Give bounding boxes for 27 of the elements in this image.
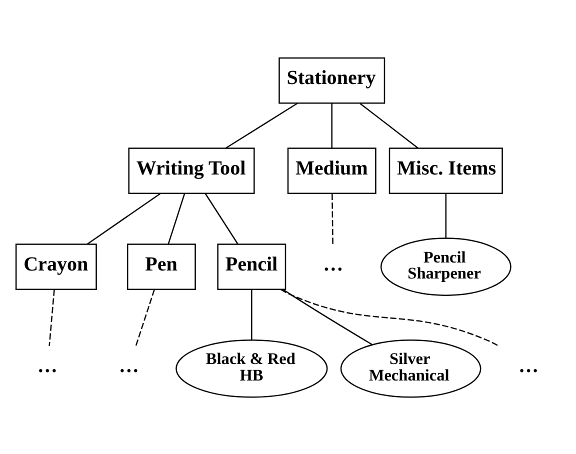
connector bbox=[226, 102, 298, 148]
connector bbox=[204, 192, 238, 244]
connector bbox=[360, 102, 418, 148]
connector bbox=[168, 193, 186, 244]
connector bbox=[280, 288, 499, 346]
node-box: Pen bbox=[126, 243, 196, 290]
node-box: Pencil bbox=[217, 243, 286, 290]
connector bbox=[331, 103, 332, 148]
node-ellipse: Black & Red HB bbox=[176, 338, 328, 398]
connector bbox=[135, 288, 155, 346]
connector bbox=[86, 192, 161, 244]
node-box: Writing Tool bbox=[128, 147, 255, 194]
node-text: … bbox=[518, 354, 539, 377]
node-text: … bbox=[37, 354, 58, 377]
node-box: Medium bbox=[287, 147, 376, 194]
node-ellipse: Silver Mechanical bbox=[340, 338, 482, 398]
connector bbox=[282, 288, 373, 345]
connector bbox=[48, 289, 55, 346]
node-text: … bbox=[323, 252, 344, 275]
node-box: Stationery bbox=[278, 56, 386, 104]
connector bbox=[251, 289, 252, 340]
node-ellipse: Pencil Sharpener bbox=[380, 237, 512, 296]
connector bbox=[445, 193, 447, 238]
node-text: … bbox=[118, 354, 139, 377]
node-box: Crayon bbox=[15, 243, 97, 290]
node-box: Misc. Items bbox=[388, 147, 503, 194]
connector bbox=[332, 193, 334, 244]
